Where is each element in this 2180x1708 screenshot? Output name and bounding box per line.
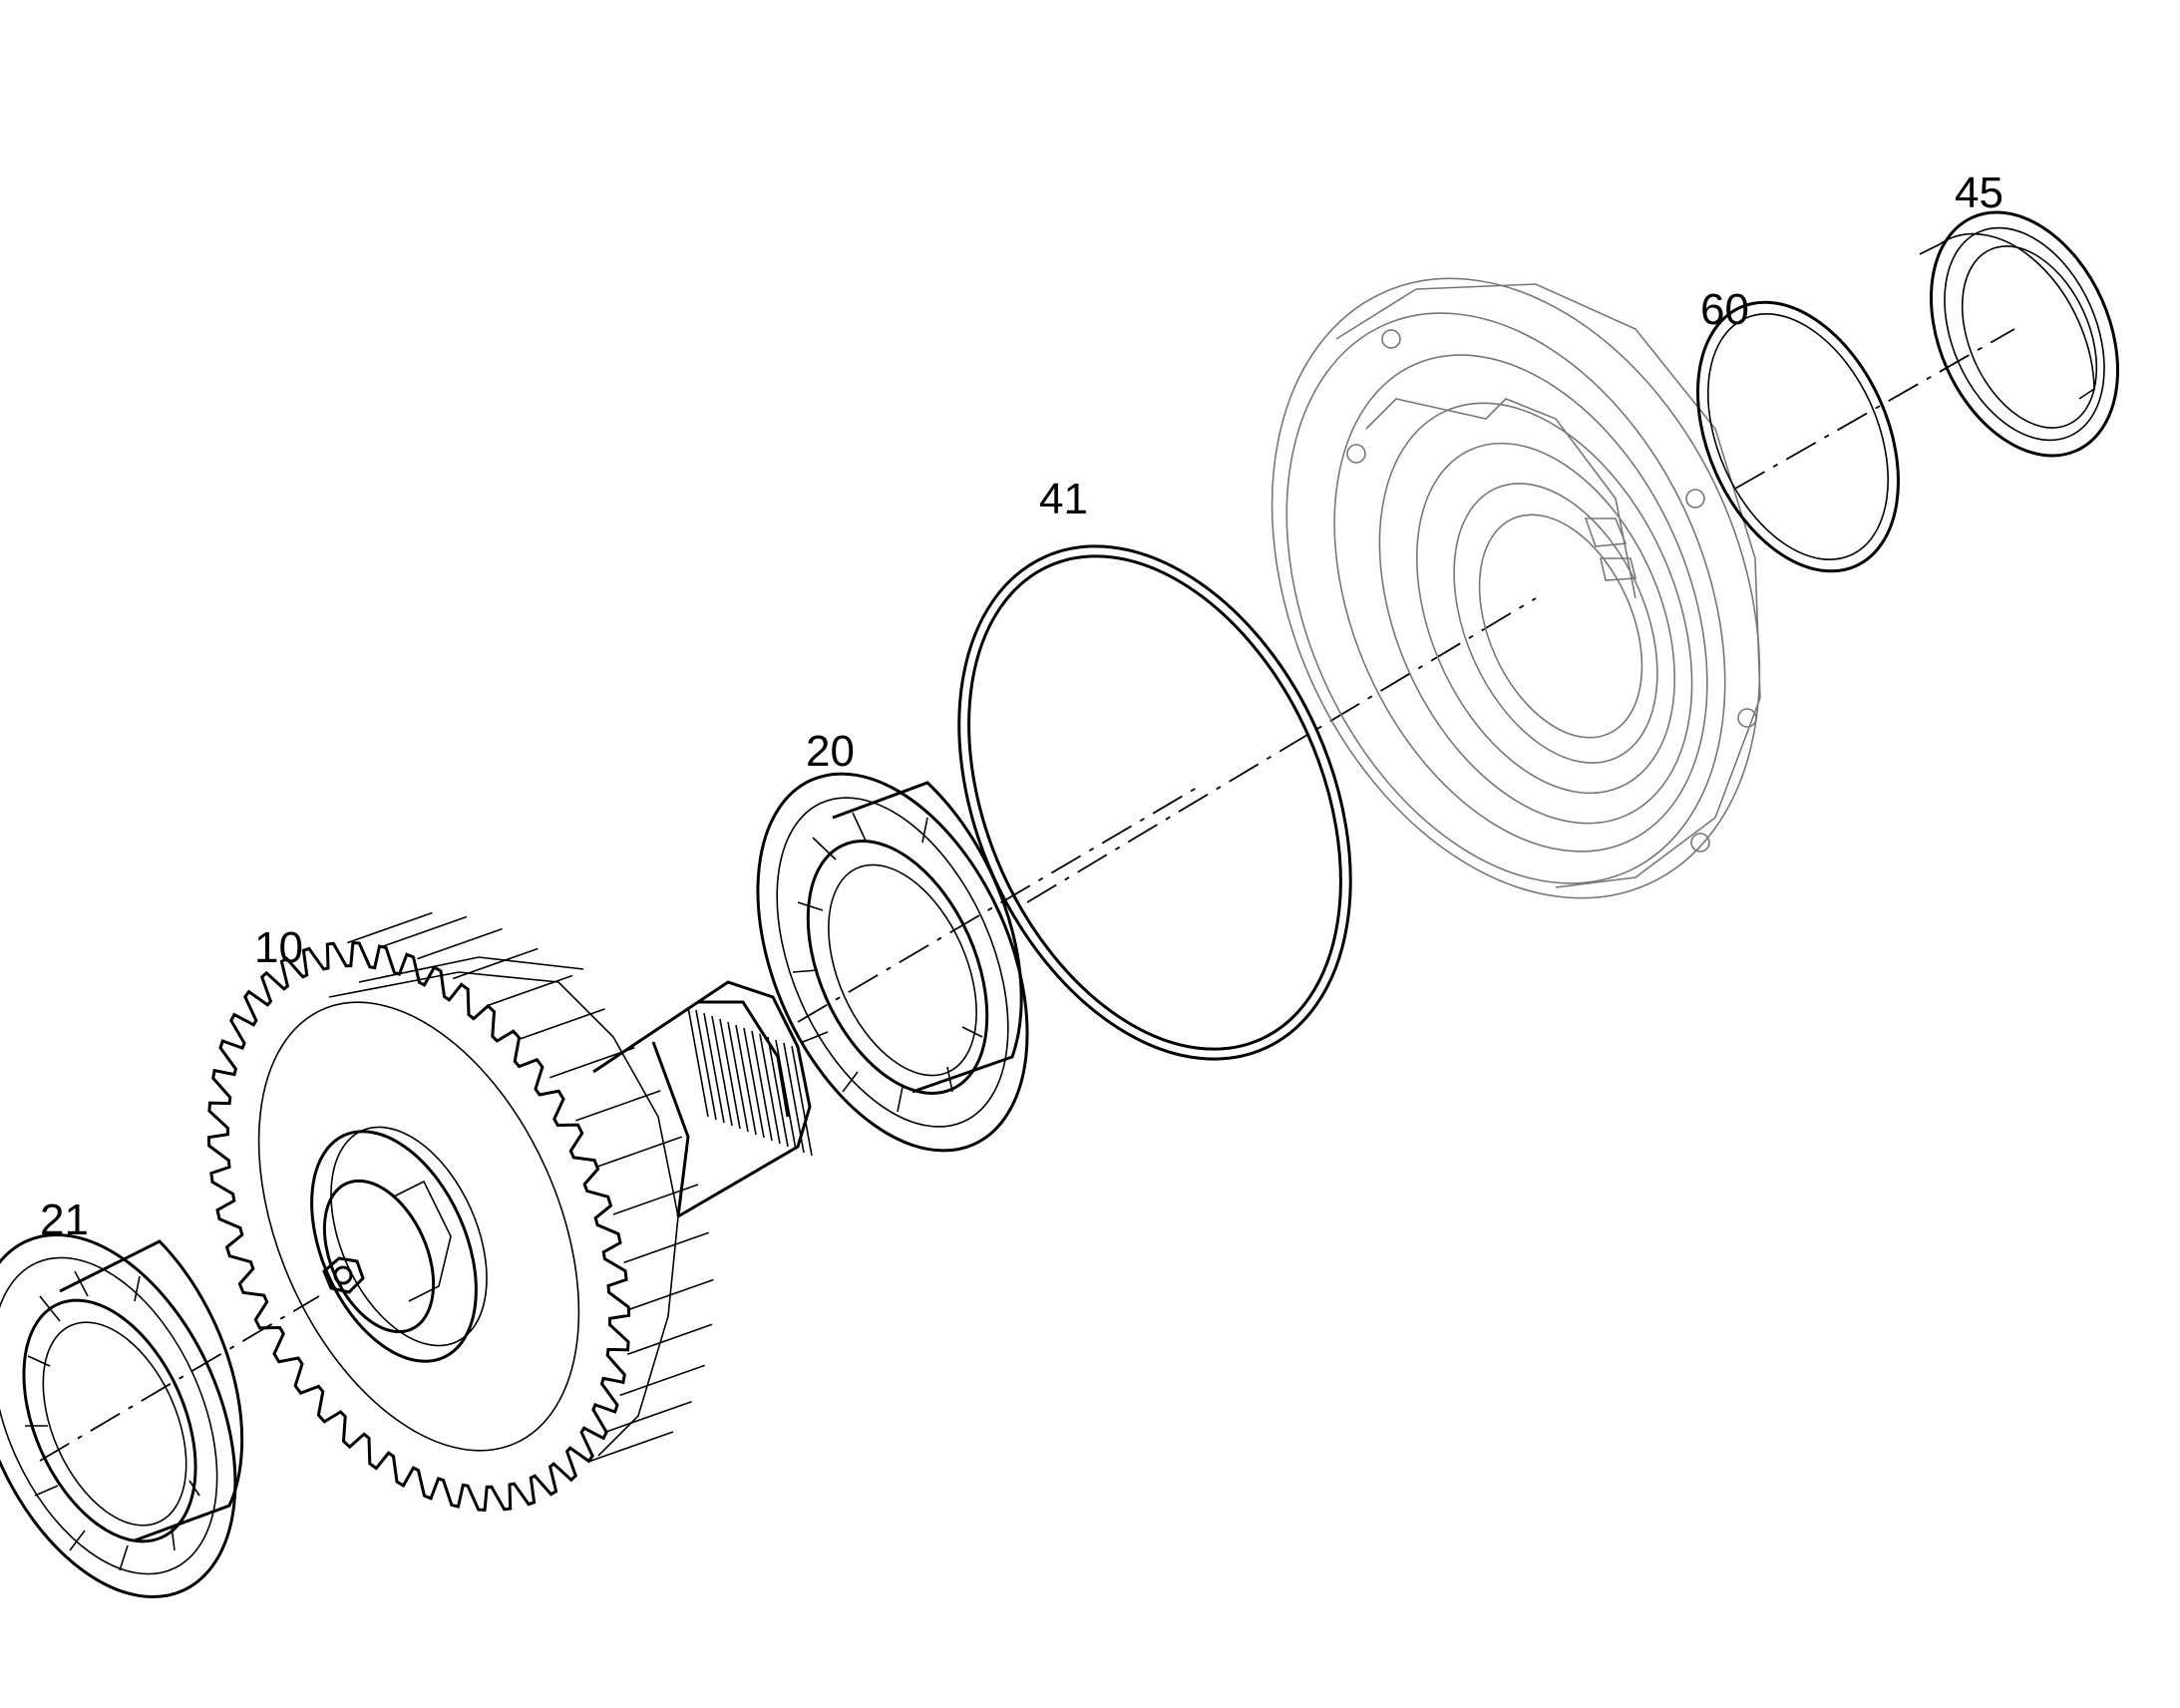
part-label-60: 60 <box>1700 285 1749 334</box>
part-labels: 10 20 21 41 45 60 <box>40 169 2003 1244</box>
spline-line <box>727 1021 749 1133</box>
gear-flank-line <box>628 1278 714 1311</box>
spline-line <box>711 1015 733 1127</box>
spline-line <box>743 1027 765 1139</box>
spline-line <box>719 1018 741 1130</box>
part-label-45: 45 <box>1955 169 2003 217</box>
bearing-20[interactable] <box>704 732 1081 1192</box>
shaft-seal-45[interactable] <box>1895 182 2153 485</box>
spline-line <box>775 1039 797 1151</box>
gear-flank-line <box>626 1323 713 1356</box>
gear-flank-line <box>520 1008 605 1040</box>
spline-line <box>759 1033 781 1145</box>
gear-flank-line <box>381 915 468 948</box>
bearing-21[interactable] <box>0 1195 287 1637</box>
part-label-41: 41 <box>1039 475 1088 523</box>
gear-flank-line <box>612 1184 699 1215</box>
gear-flank-line <box>452 947 539 980</box>
spline-line <box>735 1024 757 1136</box>
spline-line <box>687 1006 709 1118</box>
spline-line <box>791 1045 813 1157</box>
bearing-cover-housing <box>1271 277 1761 899</box>
gear-flank-line <box>587 1431 674 1463</box>
gear-flank-line <box>596 1136 683 1168</box>
spline-line <box>767 1036 789 1148</box>
spline-line <box>695 1009 717 1121</box>
gear-flank-line <box>575 1090 661 1122</box>
gear-flank-line <box>347 911 433 944</box>
part-label-10: 10 <box>254 923 303 972</box>
shim-ring-60[interactable] <box>1658 271 1938 603</box>
spline-line <box>751 1030 773 1142</box>
gear-flank-line <box>619 1364 705 1397</box>
gear-flank-line <box>487 974 573 1007</box>
gear-flank-line <box>623 1231 709 1264</box>
spline-line <box>783 1042 805 1154</box>
part-label-21: 21 <box>40 1196 89 1244</box>
o-ring-41[interactable] <box>884 485 1427 1121</box>
gear-shaft-10[interactable] <box>194 911 813 1512</box>
center-axis <box>39 328 2015 1462</box>
splined-shaft <box>592 980 813 1218</box>
gear-flank-line <box>417 927 503 960</box>
part-label-20: 20 <box>806 727 855 776</box>
gear-flank-line <box>606 1400 692 1433</box>
spline-line <box>703 1012 725 1124</box>
